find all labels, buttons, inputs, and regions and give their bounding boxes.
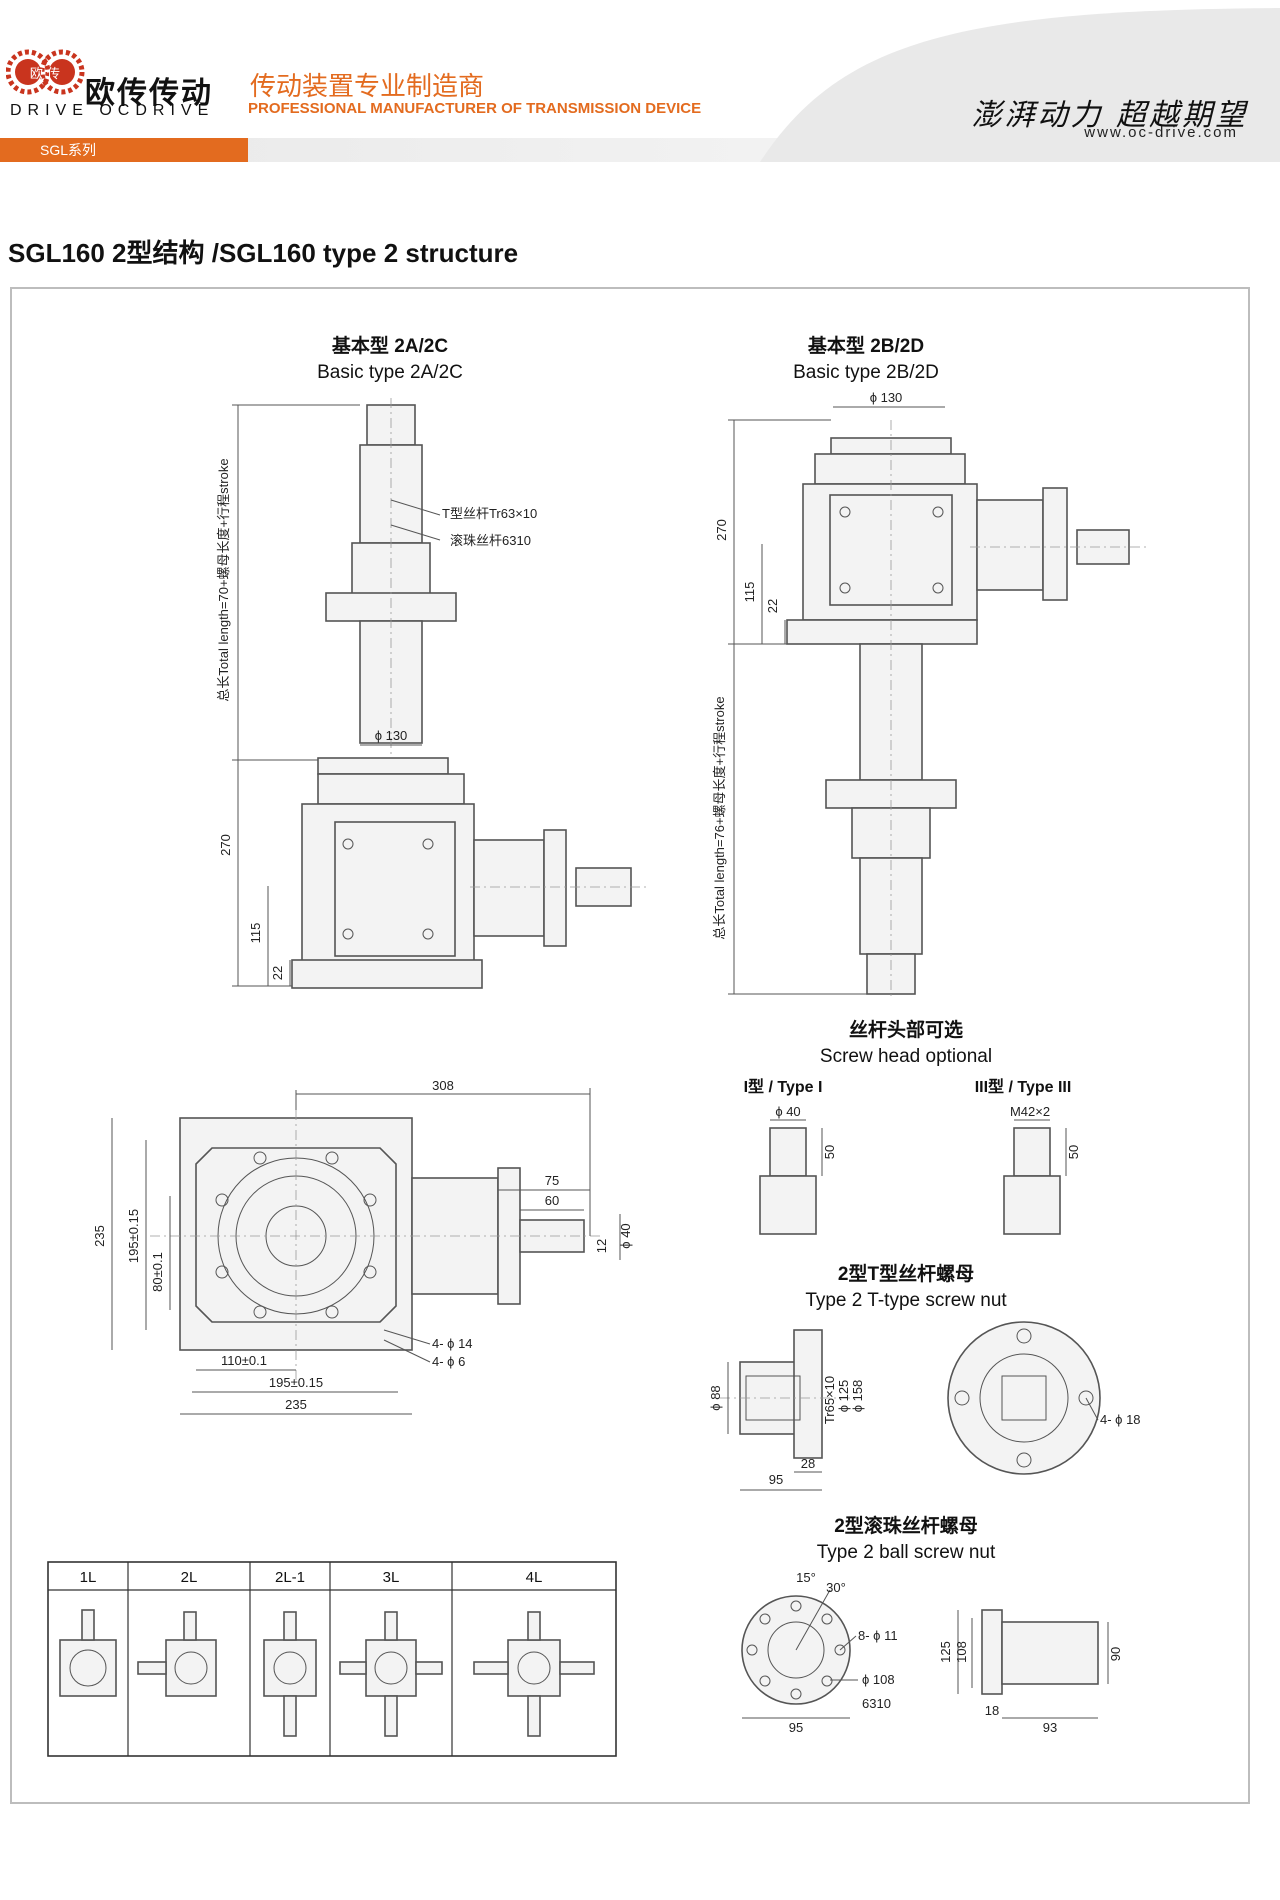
- view-plan: 308 75 60 12 ϕ 40 235 195±0.15 80±0.1 11…: [92, 1078, 633, 1415]
- dim-2b-115: 115: [742, 582, 757, 603]
- type3-h50: 50: [1066, 1145, 1081, 1159]
- dim-2a-270: 270: [218, 834, 233, 856]
- base-plate: [291, 959, 483, 989]
- t-nut-w95: 95: [769, 1472, 783, 1487]
- t-nut-d125: ϕ 125: [836, 1380, 851, 1413]
- dim-plan-12: 12: [594, 1239, 609, 1253]
- t-nut-flange: [793, 1329, 823, 1459]
- dim-plan-h80: 80±0.1: [150, 1252, 165, 1292]
- config-table: 1L 2L 2L-1 3L 4L: [47, 1561, 617, 1757]
- config-1l-figure: [59, 1609, 117, 1697]
- base-plate-2b: [786, 619, 978, 645]
- view-2b-title-en: Basic type 2B/2D: [793, 362, 939, 383]
- ball-nut-h125: 125: [938, 1641, 953, 1663]
- tagline-en: PROFESSIONAL MANUFACTURER OF TRANSMISSIO…: [248, 100, 702, 117]
- t-nut-title-en: Type 2 T-type screw nut: [805, 1290, 1007, 1311]
- ball-nut-a15: 15°: [796, 1570, 816, 1585]
- logo-gear-icon: 欧 传: [6, 49, 85, 95]
- ball-nut-body: [1001, 1621, 1099, 1685]
- dim-2a-115: 115: [248, 923, 263, 944]
- brand-name-en: DRIVE OCDRIVE: [10, 102, 215, 119]
- type-3-label: III型 / Type III: [975, 1078, 1072, 1096]
- website-link[interactable]: www.oc-drive.com: [1084, 124, 1238, 141]
- type-1-label: I型 / Type I: [744, 1078, 823, 1096]
- logo-mark-text: 欧 传: [30, 67, 60, 82]
- config-2l-1-figure: [263, 1611, 317, 1737]
- t-nut-tr65: Tr65×10: [822, 1376, 837, 1424]
- series-tab[interactable]: SGL系列: [0, 138, 248, 162]
- dim-2b-270: 270: [714, 519, 729, 541]
- view-ball-nut: 2型滚珠丝杆螺母 Type 2 ball screw nut 15° 30° 8…: [741, 1514, 1123, 1735]
- dim-plan-h235: 235: [92, 1225, 107, 1247]
- ball-nut-w95: 95: [789, 1720, 803, 1735]
- dim-2a-total-length: 总长Total length=70+螺母长度+行程stroke: [216, 458, 231, 701]
- dim-2b-22: 22: [765, 599, 780, 613]
- label-t-screw: T型丝杆Tr63×10: [442, 506, 537, 521]
- dim-plan-75: 75: [545, 1173, 559, 1188]
- ball-nut-holes11: 8- ϕ 11: [858, 1628, 898, 1643]
- ball-nut-h90: 90: [1108, 1647, 1123, 1661]
- config-3l: 3L: [383, 1569, 400, 1586]
- dim-2a-22: 22: [270, 966, 285, 980]
- config-2l-figure: [137, 1611, 217, 1697]
- view-screw-head: 丝杆头部可选 Screw head optional I型 / Type I I…: [744, 1018, 1081, 1235]
- view-t-nut: 2型T型丝杆螺母 Type 2 T-type screw nut ϕ 88 Tr…: [708, 1262, 1141, 1491]
- ball-nut-w18: 18: [985, 1703, 999, 1718]
- view-basic-2a-2c: 基本型 2A/2C Basic type 2A/2C ϕ 130 270 11: [216, 334, 650, 989]
- ball-nut-h108: 108: [954, 1641, 969, 1663]
- tagline-cn: 传动装置专业制造商: [250, 72, 485, 102]
- t-nut-face: [947, 1321, 1101, 1475]
- ball-nut-title-en: Type 2 ball screw nut: [817, 1542, 996, 1563]
- screw-head-title-cn: 丝杆头部可选: [849, 1018, 963, 1041]
- dim-plan-w110: 110±0.1: [221, 1353, 267, 1368]
- label-ball-screw: 滚珠丝杆6310: [450, 533, 531, 548]
- dim-plan-w195: 195±0.15: [269, 1375, 323, 1390]
- dim-plan-60: 60: [545, 1193, 559, 1208]
- dim-plan-holes14: 4- ϕ 14: [432, 1336, 473, 1351]
- config-2l: 2L: [181, 1569, 198, 1586]
- dim-plan-d40: ϕ 40: [618, 1223, 633, 1248]
- t-nut-d158: ϕ 158: [850, 1380, 865, 1413]
- ball-nut-title-cn: 2型滚珠丝杆螺母: [834, 1514, 978, 1537]
- t-nut-w28: 28: [801, 1456, 815, 1471]
- config-3l-figure: [339, 1611, 443, 1737]
- nut-flange: [325, 592, 457, 622]
- ball-nut-d108: ϕ 108: [862, 1672, 895, 1687]
- view-2b-title-cn: 基本型 2B/2D: [807, 334, 924, 357]
- brand-name-cn: 欧传传动: [85, 76, 213, 111]
- config-1l: 1L: [80, 1569, 97, 1586]
- header-swoosh: [760, 8, 1280, 162]
- view-2a-title-cn: 基本型 2A/2C: [331, 334, 448, 357]
- drawing-frame: [10, 287, 1250, 1804]
- dim-plan-h195: 195±0.15: [126, 1209, 141, 1263]
- config-4l-figure: [473, 1611, 595, 1737]
- t-nut-d88: ϕ 88: [708, 1385, 723, 1410]
- dim-2b-total-length: 总长Total length=76+螺母长度+行程stroke: [712, 696, 727, 939]
- dim-plan-308: 308: [432, 1078, 454, 1093]
- t-nut-title-cn: 2型T型丝杆螺母: [838, 1262, 974, 1285]
- page-title: SGL160 2型结构 /SGL160 type 2 structure: [8, 238, 519, 268]
- view-basic-2b-2d: 基本型 2B/2D Basic type 2B/2D ϕ 130 270 115…: [712, 334, 1150, 1000]
- type1-h50: 50: [822, 1145, 837, 1159]
- ball-nut-w93: 93: [1043, 1720, 1057, 1735]
- ball-nut-a30: 30°: [826, 1580, 846, 1595]
- dim-2b-d130: ϕ 130: [870, 390, 903, 405]
- dim-plan-holes6: 4- ϕ 6: [432, 1354, 465, 1369]
- page-header: SGL系列 欧 传 欧传传动 DRIVE OCDRIVE 传动装置专业制造商 P…: [0, 0, 1280, 165]
- t-nut-holes18: 4- ϕ 18: [1100, 1412, 1141, 1427]
- config-2l-1: 2L-1: [275, 1569, 305, 1586]
- dim-2a-d130: ϕ 130: [375, 728, 408, 743]
- type3-m42: M42×2: [1010, 1104, 1050, 1119]
- config-4l: 4L: [526, 1569, 543, 1586]
- slogan: 澎湃动力 超越期望: [971, 98, 1248, 133]
- dim-plan-w235: 235: [285, 1397, 307, 1412]
- ball-nut-model: 6310: [862, 1696, 891, 1711]
- screw-head-title-en: Screw head optional: [820, 1046, 992, 1067]
- type1-d40: ϕ 40: [775, 1104, 800, 1119]
- view-2a-title-en: Basic type 2A/2C: [317, 362, 463, 383]
